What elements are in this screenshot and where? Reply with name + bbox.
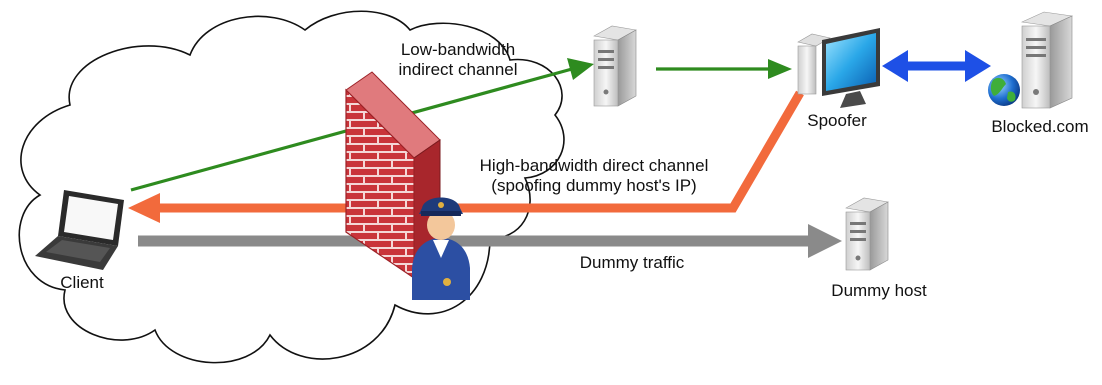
server-icon: [845, 197, 889, 271]
dummy-traffic-label: Dummy traffic: [579, 253, 685, 272]
client-label: Client: [60, 273, 104, 292]
high-bandwidth-label-line1: High-bandwidth direct channel: [479, 156, 709, 175]
laptop-icon: [35, 190, 124, 270]
low-bandwidth-label-line2: indirect channel: [398, 60, 518, 79]
dummy-traffic-arrow: [138, 224, 842, 258]
low-bandwidth-label-line1: Low-bandwidth: [400, 40, 516, 59]
blocked-link-arrow: [882, 50, 991, 82]
blocked-label: Blocked.com: [991, 117, 1089, 136]
spoofer-label: Spoofer: [807, 111, 867, 130]
desktop-computer-icon: [797, 28, 880, 108]
dummy-host-label: Dummy host: [831, 281, 927, 300]
globe-icon: [988, 74, 1020, 106]
high-bandwidth-label-line2: (spoofing dummy host's IP): [491, 176, 697, 195]
police-officer-icon: [412, 197, 470, 300]
server-icon: [593, 25, 637, 107]
server-icon: [1020, 11, 1074, 109]
